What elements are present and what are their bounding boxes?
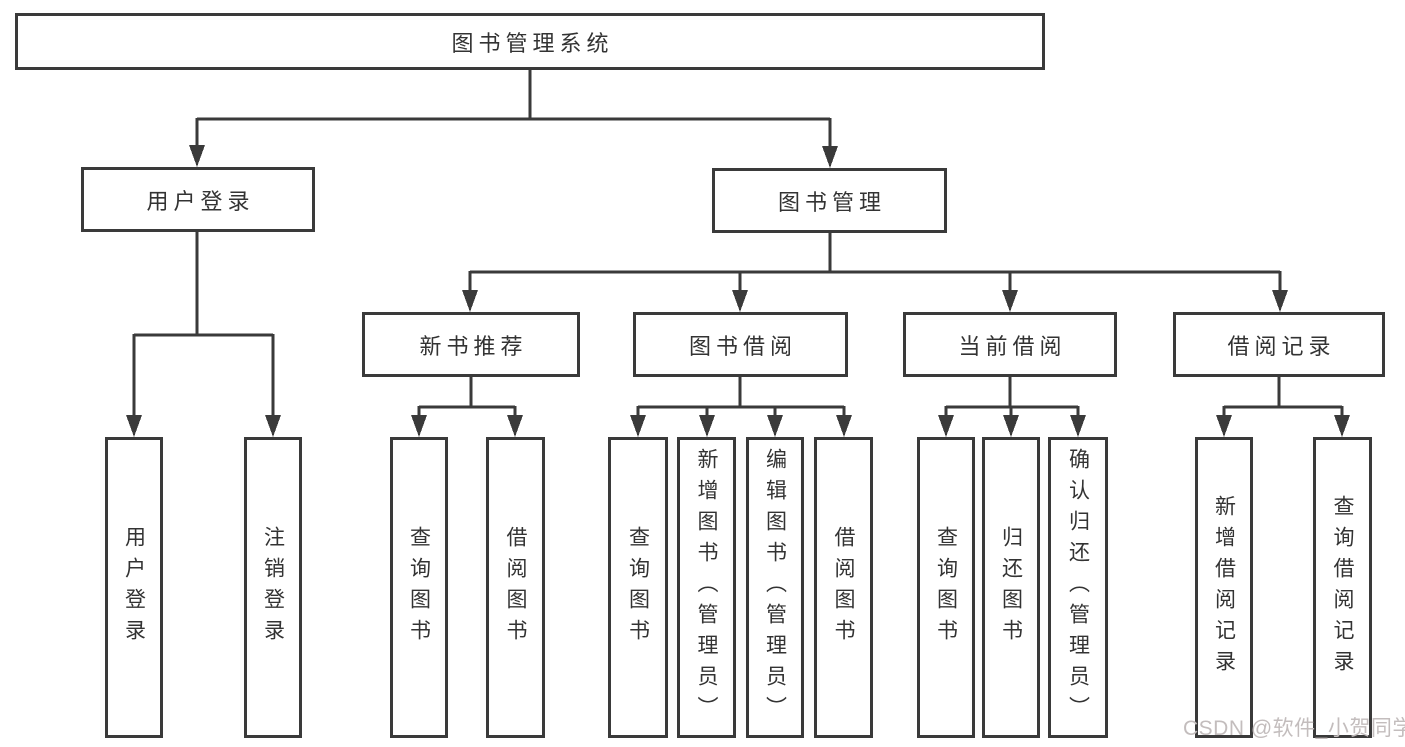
leaf-logout-login-label: 注销登录 (261, 525, 285, 650)
node-user-login: 用户登录 (81, 167, 315, 232)
node-user-login-label: 用户登录 (146, 188, 255, 214)
leaf-bb-edit-books-admin-label: 编辑图书（管理员） (763, 448, 787, 727)
leaf-logout-login: 注销登录 (244, 437, 302, 738)
leaf-bb-edit-books-admin: 编辑图书（管理员） (746, 437, 804, 738)
leaf-cb-return-books: 归还图书 (982, 437, 1040, 738)
leaf-cb-query-books-label: 查询图书 (934, 525, 958, 650)
node-library-system: 图书管理系统 (15, 13, 1045, 70)
leaf-bb-borrow-books-label: 借阅图书 (832, 525, 855, 650)
node-book-borrowing-label: 图书借阅 (688, 333, 797, 359)
node-current-borrowing: 当前借阅 (903, 312, 1117, 377)
leaf-bb-borrow-books: 借阅图书 (814, 437, 873, 738)
leaf-bb-query-books: 查询图书 (608, 437, 668, 738)
leaf-br-query-record: 查询借阅记录 (1313, 437, 1372, 738)
leaf-cb-return-books-label: 归还图书 (999, 525, 1023, 650)
leaf-nbr-borrow-books: 借阅图书 (486, 437, 545, 738)
node-borrowing-records-label: 借阅记录 (1227, 333, 1336, 359)
arrowheads (126, 145, 1350, 437)
connector-paths (132, 70, 1344, 419)
leaf-nbr-query-books-label: 查询图书 (407, 525, 431, 650)
node-library-system-label: 图书管理系统 (451, 30, 614, 56)
leaf-nbr-borrow-books-label: 借阅图书 (504, 525, 527, 650)
leaf-bb-add-books-admin: 新增图书（管理员） (677, 437, 736, 738)
leaf-bb-add-books-admin-label: 新增图书（管理员） (695, 448, 718, 727)
leaf-br-add-record-label: 新增借阅记录 (1212, 494, 1236, 681)
leaf-bb-query-books-label: 查询图书 (626, 525, 650, 650)
node-new-book-recommend: 新书推荐 (362, 312, 580, 377)
leaf-cb-query-books: 查询图书 (917, 437, 975, 738)
node-book-management: 图书管理 (712, 168, 947, 233)
leaf-br-query-record-label: 查询借阅记录 (1331, 494, 1354, 681)
leaf-user-login-label: 用户登录 (122, 525, 146, 650)
node-current-borrowing-label: 当前借阅 (958, 333, 1067, 359)
watermark: CSDN @软件_小贺同学 (1183, 717, 1405, 740)
node-new-book-recommend-label: 新书推荐 (419, 333, 528, 359)
leaf-nbr-query-books: 查询图书 (390, 437, 448, 738)
node-book-management-label: 图书管理 (777, 189, 886, 215)
leaf-cb-confirm-return-admin-label: 确认归还（管理员） (1066, 448, 1090, 727)
node-book-borrowing: 图书借阅 (633, 312, 848, 377)
node-borrowing-records: 借阅记录 (1173, 312, 1385, 377)
leaf-br-add-record: 新增借阅记录 (1195, 437, 1253, 738)
leaf-cb-confirm-return-admin: 确认归还（管理员） (1048, 437, 1108, 738)
leaf-user-login: 用户登录 (105, 437, 163, 738)
